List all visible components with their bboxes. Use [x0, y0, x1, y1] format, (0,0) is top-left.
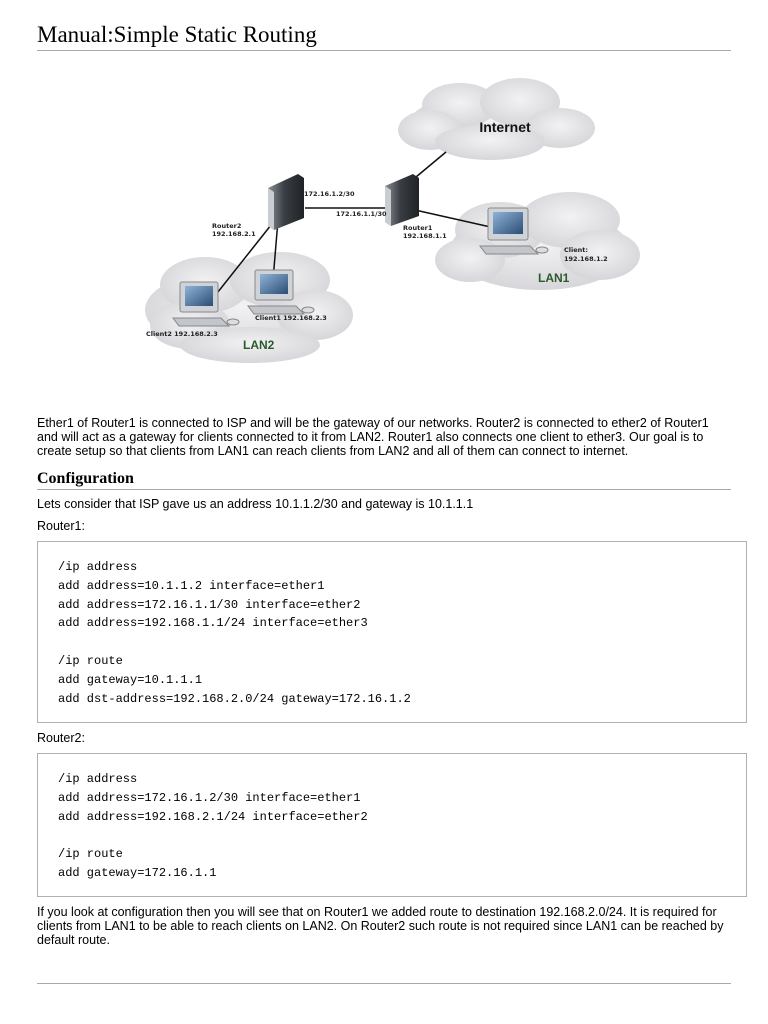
code-line: add address=192.168.2.1/24 interface=eth…: [58, 809, 368, 824]
link-r1-label: 172.16.1.1/30: [336, 210, 387, 218]
client-ip-label: 192.168.1.2: [564, 255, 608, 263]
router1-name-label: Router1: [403, 224, 433, 232]
code-line: /ip route: [58, 653, 123, 668]
client1-computer: [247, 269, 315, 315]
lan2-label: LAN2: [243, 338, 275, 352]
code-line: add dst-address=192.168.2.0/24 gateway=1…: [58, 691, 411, 706]
code-line: add address=10.1.1.2 interface=ether1: [58, 578, 325, 593]
client2-label: Client2 192.168.2.3: [146, 330, 218, 338]
router1-caption: Router1:: [37, 519, 85, 533]
code-line: add address=172.16.1.1/30 interface=ethe…: [58, 597, 361, 612]
page-title: Manual:Simple Static Routing: [37, 22, 317, 47]
lan1-label: LAN1: [538, 271, 570, 285]
router2-code-block: /ip address add address=172.16.1.2/30 in…: [37, 753, 747, 897]
code-line: [58, 826, 746, 845]
code-line: /ip address: [58, 560, 138, 574]
router2-device: [268, 174, 304, 230]
footer-divider: [37, 983, 731, 984]
internet-cloud: Internet: [398, 78, 595, 160]
section-divider: [37, 489, 731, 490]
lan1-client-computer: [479, 207, 549, 255]
network-diagram: Internet: [145, 78, 640, 363]
router1-ip-label: 192.168.1.1: [403, 232, 447, 240]
code-line: add address=192.168.1.1/24 interface=eth…: [58, 616, 368, 631]
configuration-heading: Configuration: [37, 470, 134, 487]
router2-name-label: Router2: [212, 222, 241, 230]
router1-code-block: /ip address add address=10.1.1.2 interfa…: [37, 541, 747, 723]
internet-label: Internet: [479, 119, 531, 135]
client2-computer: [172, 281, 240, 327]
code-line: [58, 633, 746, 652]
client1-label: Client1 192.168.2.3: [255, 314, 327, 322]
title-divider: [37, 50, 731, 51]
router1-device: [385, 174, 419, 226]
network-links: [209, 151, 496, 303]
router2-ip-label: 192.168.2.1: [212, 230, 256, 238]
closing-paragraph: If you look at configuration then you wi…: [37, 905, 724, 947]
code-line: add address=172.16.1.2/30 interface=ethe…: [58, 790, 361, 805]
isp-sentence: Lets consider that ISP gave us an addres…: [37, 497, 474, 511]
code-line: add gateway=172.16.1.1: [58, 865, 217, 880]
code-line: add gateway=10.1.1.1: [58, 672, 203, 687]
router2-caption: Router2:: [37, 731, 85, 745]
link-r2-label: 172.16.1.2/30: [304, 190, 355, 198]
code-line: /ip route: [58, 847, 123, 862]
intro-paragraph: Ether1 of Router1 is connected to ISP an…: [37, 416, 709, 458]
code-line: /ip address: [58, 772, 138, 786]
client-label: Client:: [564, 246, 588, 254]
